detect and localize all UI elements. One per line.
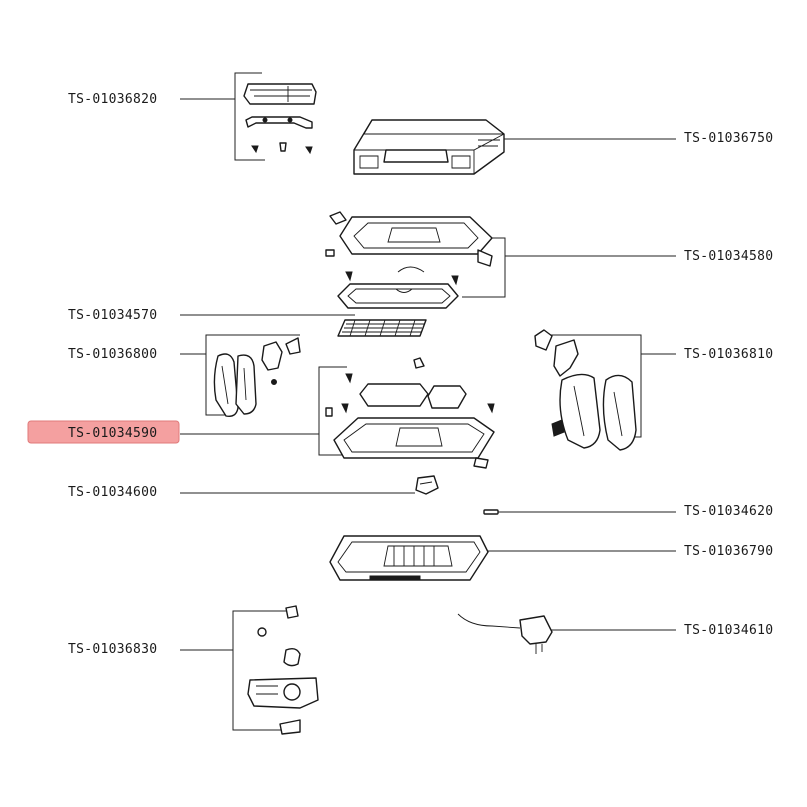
part-pin — [483, 509, 499, 515]
part-label-11[interactable]: TS-01034610 — [684, 623, 773, 638]
part-label-10[interactable]: TS-01036790 — [684, 544, 773, 559]
part-label-7-text: TS-01034590 — [68, 426, 157, 441]
part-label-11-text: TS-01034610 — [684, 623, 773, 638]
part-left-side-panels — [213, 337, 301, 418]
part-label-9-text: TS-01034620 — [684, 504, 773, 519]
part-base — [329, 535, 489, 581]
part-clip — [415, 475, 439, 495]
part-label-7[interactable]: TS-01034590 — [68, 426, 157, 441]
part-label-5-text: TS-01036800 — [68, 347, 157, 362]
part-label-1[interactable]: TS-01036820 — [68, 92, 157, 107]
part-control-assembly — [247, 605, 319, 735]
part-label-4-text: TS-01034570 — [68, 308, 157, 323]
part-label-8-text: TS-01034600 — [68, 485, 157, 500]
part-label-5[interactable]: TS-01036800 — [68, 347, 157, 362]
part-drip-tray — [337, 283, 459, 309]
part-upper-frame — [325, 211, 493, 286]
leader-lines — [180, 72, 676, 731]
part-label-10-text: TS-01036790 — [684, 544, 773, 559]
part-label-9[interactable]: TS-01034620 — [684, 504, 773, 519]
part-label-3-text: TS-01034580 — [684, 249, 773, 264]
part-label-1-text: TS-01036820 — [68, 92, 157, 107]
part-right-side-panels — [534, 329, 637, 451]
highlight-box — [27, 420, 180, 444]
part-label-6-text: TS-01036810 — [684, 347, 773, 362]
part-label-2[interactable]: TS-01036750 — [684, 131, 773, 146]
part-label-3[interactable]: TS-01034580 — [684, 249, 773, 264]
part-power-cord — [457, 613, 553, 654]
part-lower-plate-assembly — [325, 357, 495, 469]
part-label-4[interactable]: TS-01034570 — [68, 308, 157, 323]
part-heating-grille — [337, 319, 427, 337]
part-top-trim — [243, 83, 317, 155]
part-label-12-text: TS-01036830 — [68, 642, 157, 657]
part-label-6[interactable]: TS-01036810 — [684, 347, 773, 362]
part-label-8[interactable]: TS-01034600 — [68, 485, 157, 500]
part-label-2-text: TS-01036750 — [684, 131, 773, 146]
part-label-12[interactable]: TS-01036830 — [68, 642, 157, 657]
part-top-lid — [353, 119, 505, 175]
